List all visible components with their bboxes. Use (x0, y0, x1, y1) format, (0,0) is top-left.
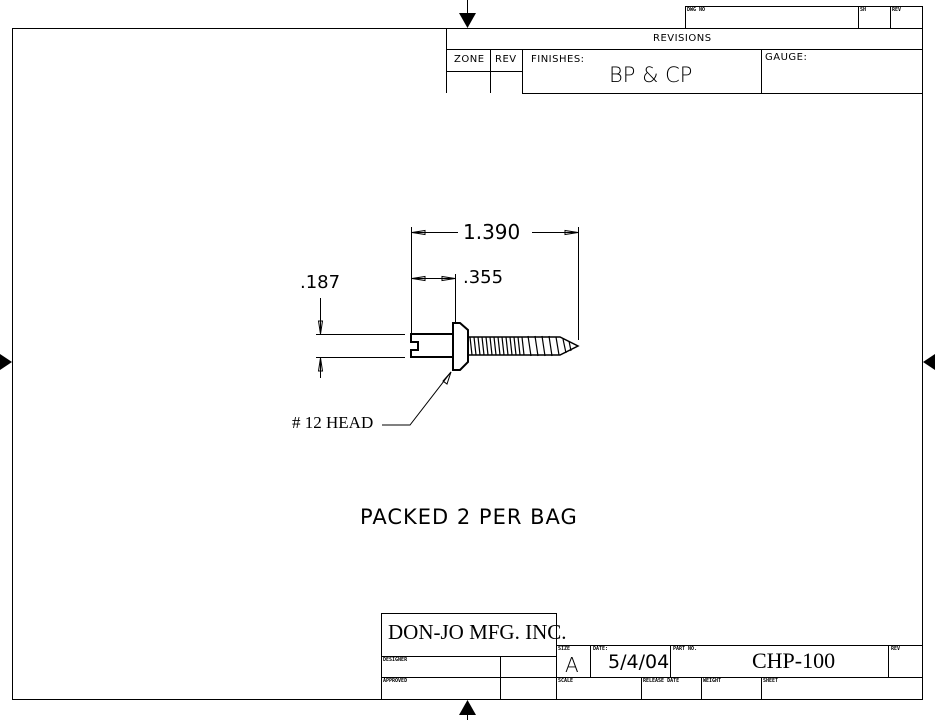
part-no-value: CHP-100 (752, 648, 836, 673)
tb-rev-label: REV (891, 646, 901, 652)
finishes-label: FINISHES: (531, 54, 585, 65)
company-name: DON-JO MFG. INC. (388, 620, 567, 644)
scale-label: SCALE (558, 678, 574, 684)
centering-arrows (0, 13, 935, 715)
bottom-arrow-icon (459, 700, 476, 715)
dim-diameter: .187 (300, 272, 341, 293)
rev-label: REV (495, 54, 517, 65)
gauge-label: GAUGE: (765, 52, 808, 63)
designer-label: DESIGNER (383, 657, 408, 663)
title-block (381, 613, 923, 700)
sh-label: SH (860, 7, 867, 13)
top-arrow-icon (459, 13, 476, 28)
head-callout: # 12 HEAD (292, 413, 374, 432)
revisions-title: REVISIONS (653, 33, 712, 44)
screw-part (410, 322, 580, 371)
dwg-no-box (685, 6, 923, 29)
dimension-lines (316, 227, 579, 426)
date-label: DATE: (593, 646, 609, 652)
sheet-label: SHEET (763, 678, 779, 684)
weight-label: WEIGHT (703, 678, 722, 684)
finishes-value: BP & CP (609, 63, 693, 87)
part-no-label: PART NO. (673, 646, 698, 652)
release-date-label: RELEASE DATE (643, 678, 680, 684)
dwg-no-label: DWG NO (687, 7, 706, 13)
zone-label: ZONE (454, 54, 485, 65)
left-arrow-icon (0, 354, 12, 370)
revisions-table (446, 28, 923, 94)
size-value: A (565, 653, 579, 677)
date-value: 5/4/04 (608, 651, 670, 673)
sheet-border (12, 28, 923, 700)
size-label: SIZE (558, 646, 571, 652)
packing-note: PACKED 2 PER BAG (360, 505, 578, 529)
approved-label: APPROVED (383, 678, 408, 684)
header-rev-label: REV (892, 7, 902, 13)
right-arrow-icon (923, 354, 935, 370)
dim-overall-length: 1.390 (463, 220, 521, 244)
dim-head-length: .355 (463, 267, 504, 288)
